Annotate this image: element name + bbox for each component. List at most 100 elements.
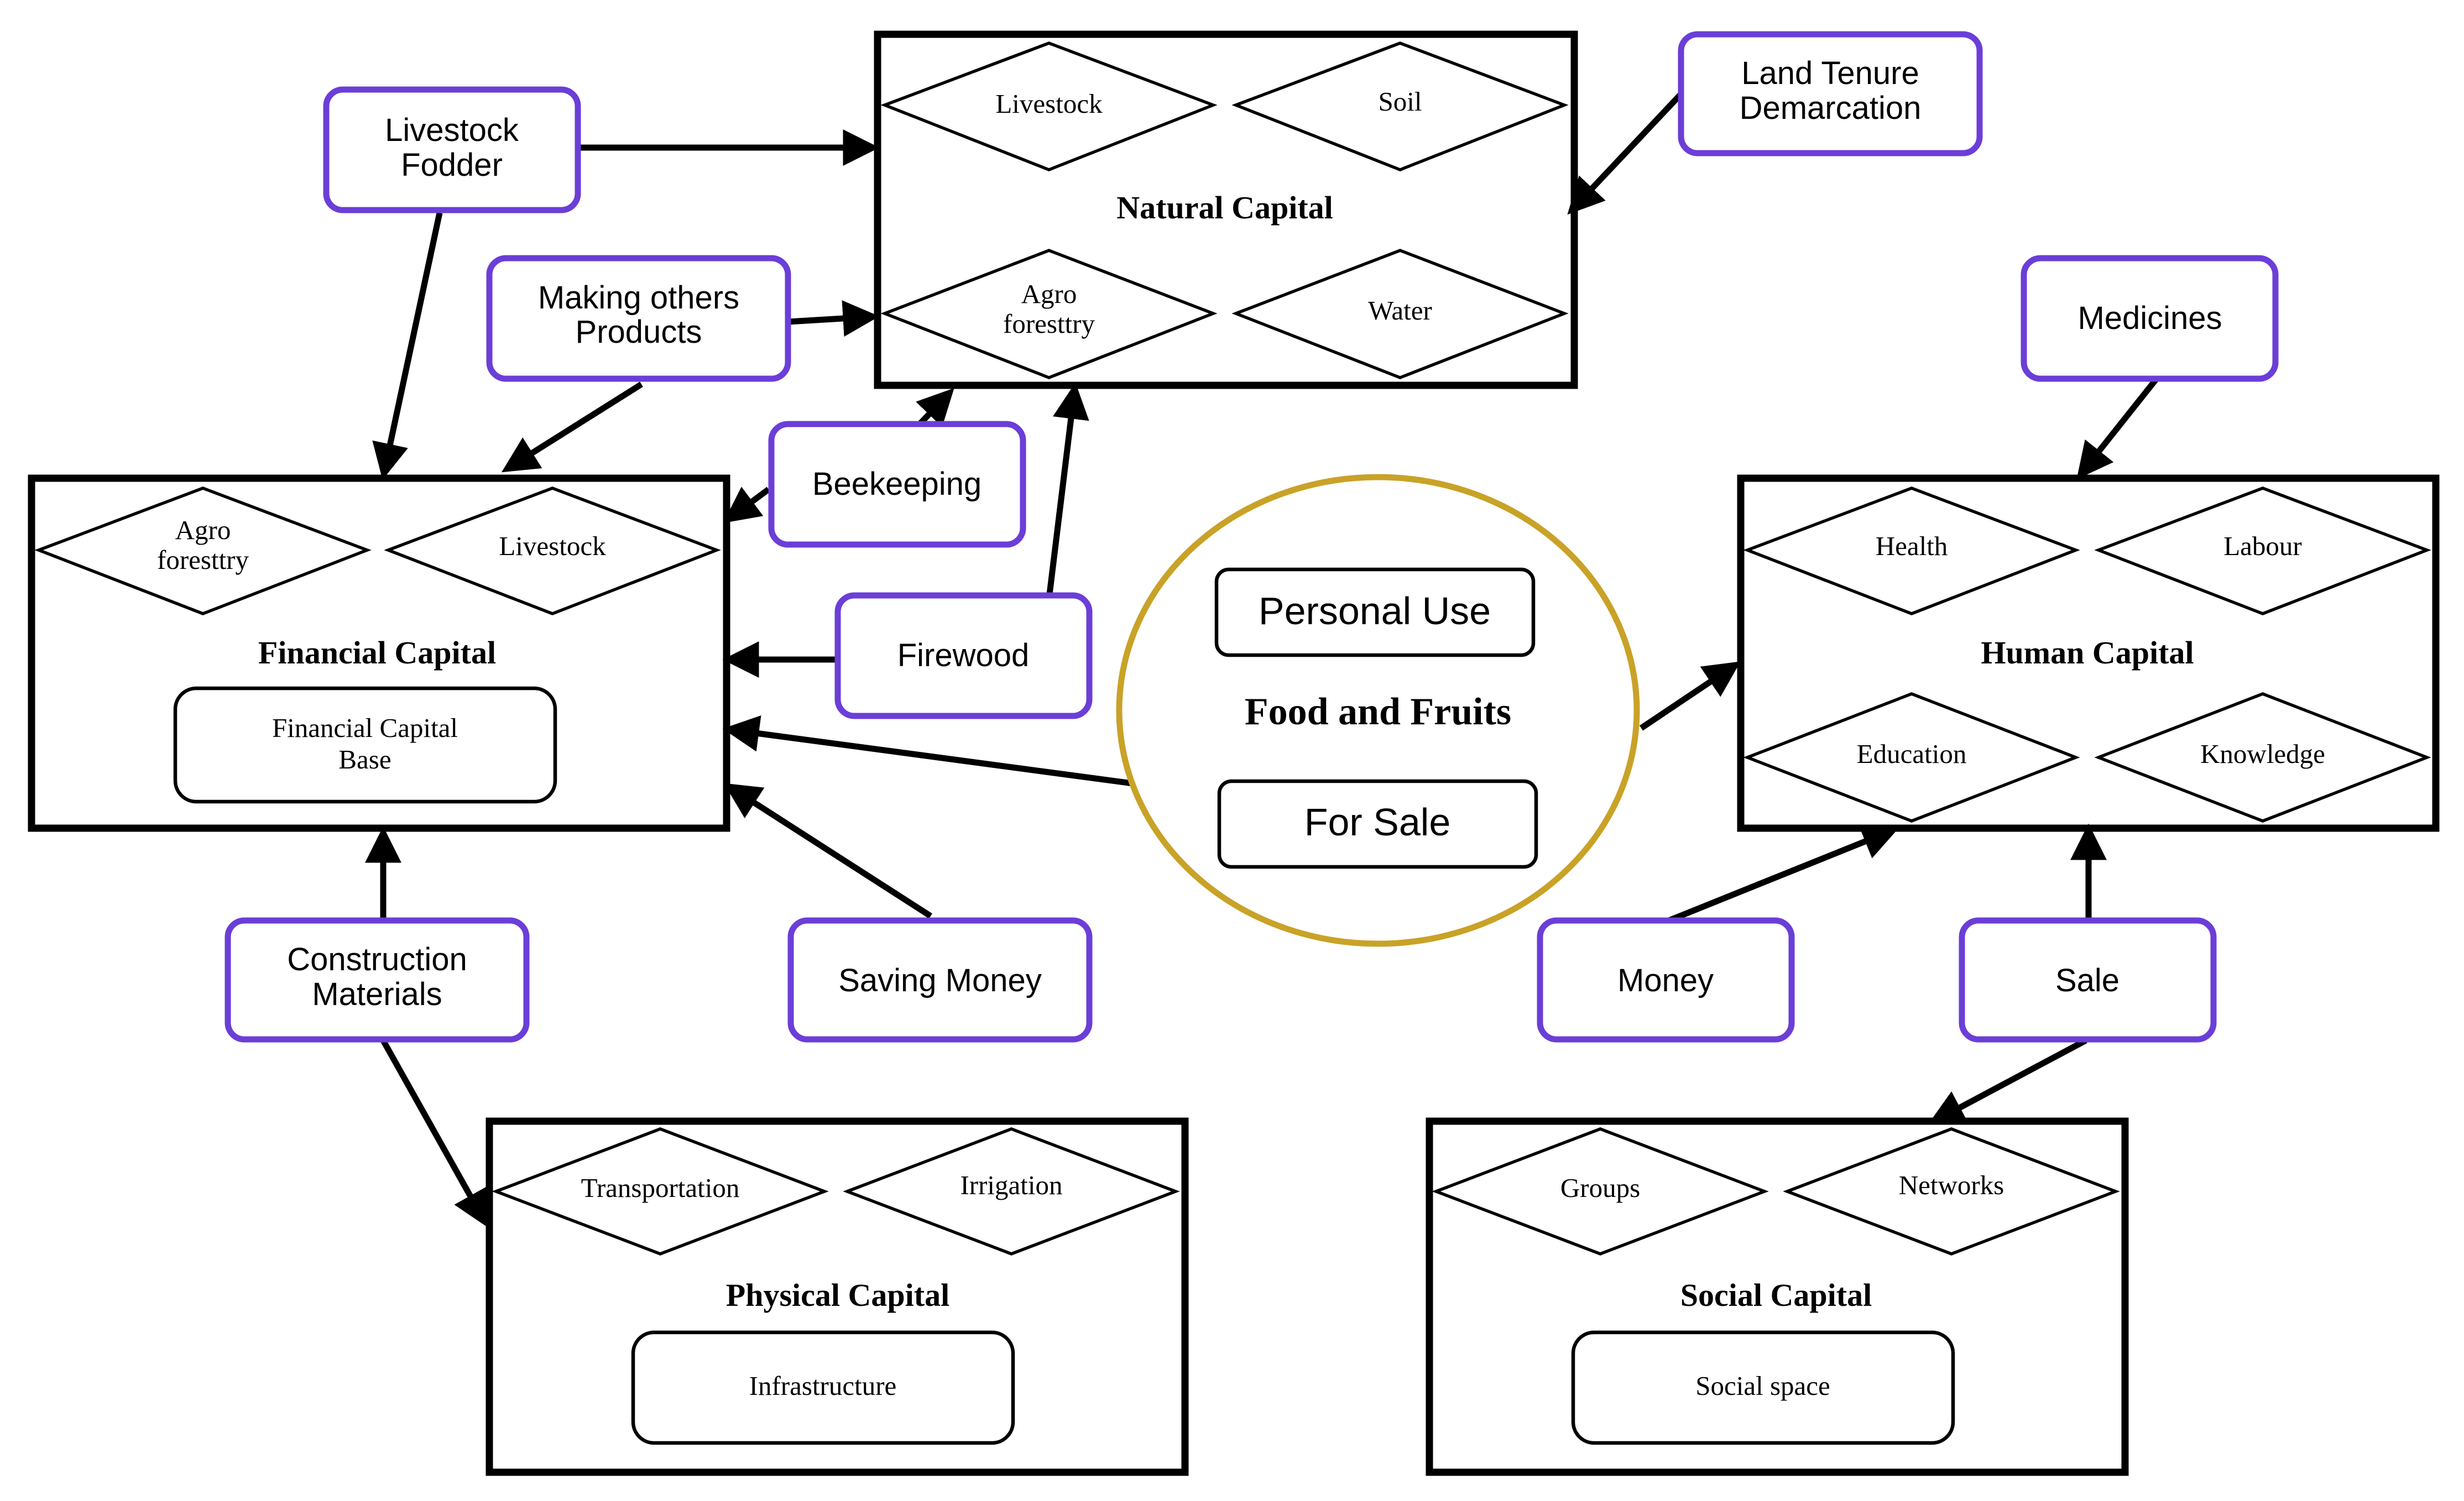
medicines-label: Medicines (2077, 300, 2222, 336)
financial-diamond-livestock (384, 487, 721, 615)
human-capital-frame (1737, 474, 2440, 832)
social-diamond-groups-label: Groups (1560, 1173, 1640, 1203)
natural-diamond-agroforestry-label-line2: foresttry (1003, 308, 1095, 339)
making-others-products-line2: Products (576, 314, 702, 350)
livestock-fodder-box[interactable] (323, 86, 581, 213)
natural-capital-box: Livestock Soil Natural Capital Agro fore… (874, 30, 1578, 389)
livestock-fodder-line2: Fodder (401, 147, 503, 183)
money-label: Money (1617, 963, 1714, 998)
construction-materials-line2: Materials (312, 976, 442, 1012)
livestock-fodder-node[interactable]: Livestock Fodder (323, 86, 581, 213)
human-diamond-health (1743, 487, 2080, 615)
making-others-products-box[interactable] (486, 255, 791, 382)
arrow-saving-to-financial (724, 783, 932, 919)
natural-diamond-agroforestry-label-line1: Agro (1021, 279, 1077, 309)
physical-diamond-irrigation (843, 1127, 1180, 1256)
natural-capital-title: Natural Capital (1116, 190, 1333, 226)
making-others-products-line1: Making others (538, 280, 739, 316)
for-sale-label: For Sale (1304, 801, 1451, 844)
social-space-box (1571, 1330, 1955, 1445)
arrow-firewood-to-natural (1046, 382, 1089, 595)
firewood-label: Firewood (897, 637, 1030, 673)
saving-money-node[interactable]: Saving Money (787, 917, 1093, 1043)
social-diamond-networks-label: Networks (1899, 1170, 2004, 1200)
arrow-food-to-financial (722, 715, 1133, 787)
sale-node[interactable]: Sale (1959, 917, 2217, 1043)
human-diamond-education (1743, 692, 2080, 823)
arrow-sale-to-social (1928, 1038, 2087, 1125)
arrow-fodder-to-financial (372, 212, 443, 480)
land-tenure-line1: Land Tenure (1741, 55, 1919, 91)
firewood-node[interactable]: Firewood (834, 592, 1093, 719)
making-others-products-node[interactable]: Making others Products (486, 255, 791, 382)
human-diamond-education-label: Education (1857, 739, 1967, 769)
saving-money-label: Saving Money (838, 963, 1042, 998)
sale-box[interactable] (1959, 917, 2217, 1043)
land-tenure-node[interactable]: Land Tenure Demarcation (1678, 31, 1983, 156)
financial-capital-frame (28, 474, 730, 832)
arrow-money-to-human (1667, 824, 1899, 924)
construction-materials-box[interactable] (225, 917, 530, 1043)
human-capital-box: Health Labour Human Capital Education Kn… (1737, 474, 2440, 832)
infrastructure-box (631, 1330, 1015, 1445)
human-diamond-knowledge (2094, 692, 2431, 823)
beekeeping-node[interactable]: Beekeeping (768, 421, 1026, 548)
social-capital-box: Groups Networks Social Capital Social sp… (1426, 1117, 2129, 1476)
construction-materials-node[interactable]: Construction Materials (225, 917, 530, 1043)
human-diamond-health-label: Health (1876, 531, 1948, 561)
physical-capital-title: Physical Capital (726, 1277, 949, 1313)
financial-capital-base-box (173, 686, 557, 804)
natural-diamond-livestock (880, 41, 1218, 171)
sale-label: Sale (2055, 963, 2120, 998)
saving-money-box[interactable] (787, 917, 1093, 1043)
money-node[interactable]: Money (1537, 917, 1795, 1043)
arrow-food-to-human (1639, 661, 1741, 731)
physical-diamond-transportation-label: Transportation (581, 1173, 740, 1203)
for-sale-box (1217, 779, 1538, 869)
physical-capital-frame (486, 1117, 1189, 1476)
financial-diamond-livestock-label: Livestock (499, 531, 606, 561)
natural-capital-frame (874, 30, 1578, 389)
firewood-box[interactable] (834, 592, 1093, 719)
arrow-landtenure-to-natural (1567, 92, 1684, 215)
beekeeping-label: Beekeeping (812, 466, 982, 502)
arrow-construction-to-physical (380, 1039, 488, 1228)
financial-capital-box: Agro foresttry Livestock Financial Capit… (28, 474, 730, 832)
social-diamond-networks (1783, 1127, 2120, 1256)
human-capital-title: Human Capital (1981, 635, 2194, 671)
natural-diamond-water (1231, 249, 1569, 379)
arrow-beekeeping-to-natural (916, 388, 954, 427)
land-tenure-box[interactable] (1678, 31, 1983, 156)
natural-diamond-agroforestry (880, 249, 1218, 379)
arrow-products-to-financial (501, 381, 643, 473)
medicines-box[interactable] (2021, 255, 2279, 382)
human-diamond-labour (2094, 487, 2431, 615)
arrow-products-to-natural (787, 300, 880, 337)
financial-capital-base-line2: Base (338, 744, 391, 775)
arrow-beekeeping-to-financial (723, 487, 771, 524)
social-diamond-groups (1432, 1127, 1769, 1256)
construction-materials-line1: Construction (287, 942, 467, 977)
social-space-label: Social space (1695, 1371, 1830, 1401)
land-tenure-line2: Demarcation (1740, 90, 1922, 126)
natural-diamond-soil-label: Soil (1379, 86, 1422, 117)
money-box[interactable] (1537, 917, 1795, 1043)
financial-diamond-agroforestry-label-line2: foresttry (157, 545, 249, 575)
connectors (365, 92, 2159, 1228)
medicines-node[interactable]: Medicines (2021, 255, 2279, 382)
natural-diamond-soil (1231, 41, 1569, 171)
financial-diamond-agroforestry (34, 487, 372, 615)
social-capital-title: Social Capital (1680, 1277, 1872, 1313)
physical-diamond-irrigation-label: Irrigation (960, 1170, 1062, 1200)
beekeeping-box[interactable] (768, 421, 1026, 548)
financial-diamond-agroforestry-label-line1: Agro (175, 515, 231, 545)
food-and-fruits-title: Food and Fruits (1245, 691, 1511, 733)
human-diamond-labour-label: Labour (2223, 531, 2302, 561)
livestock-fodder-line1: Livestock (385, 112, 519, 148)
natural-diamond-water-label: Water (1368, 295, 1432, 326)
financial-capital-base-line1: Financial Capital (272, 713, 458, 743)
personal-use-box (1214, 567, 1536, 657)
natural-diamond-livestock-label: Livestock (995, 88, 1103, 119)
